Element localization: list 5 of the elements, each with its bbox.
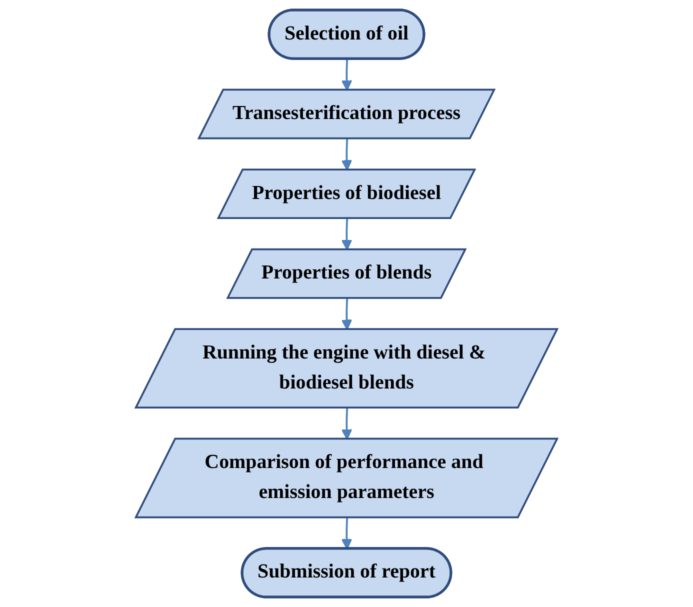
arrow bbox=[341, 298, 352, 330]
arrow bbox=[341, 59, 352, 91]
arrow bbox=[341, 218, 352, 250]
arrow bbox=[341, 408, 352, 440]
arrow bbox=[341, 138, 352, 171]
